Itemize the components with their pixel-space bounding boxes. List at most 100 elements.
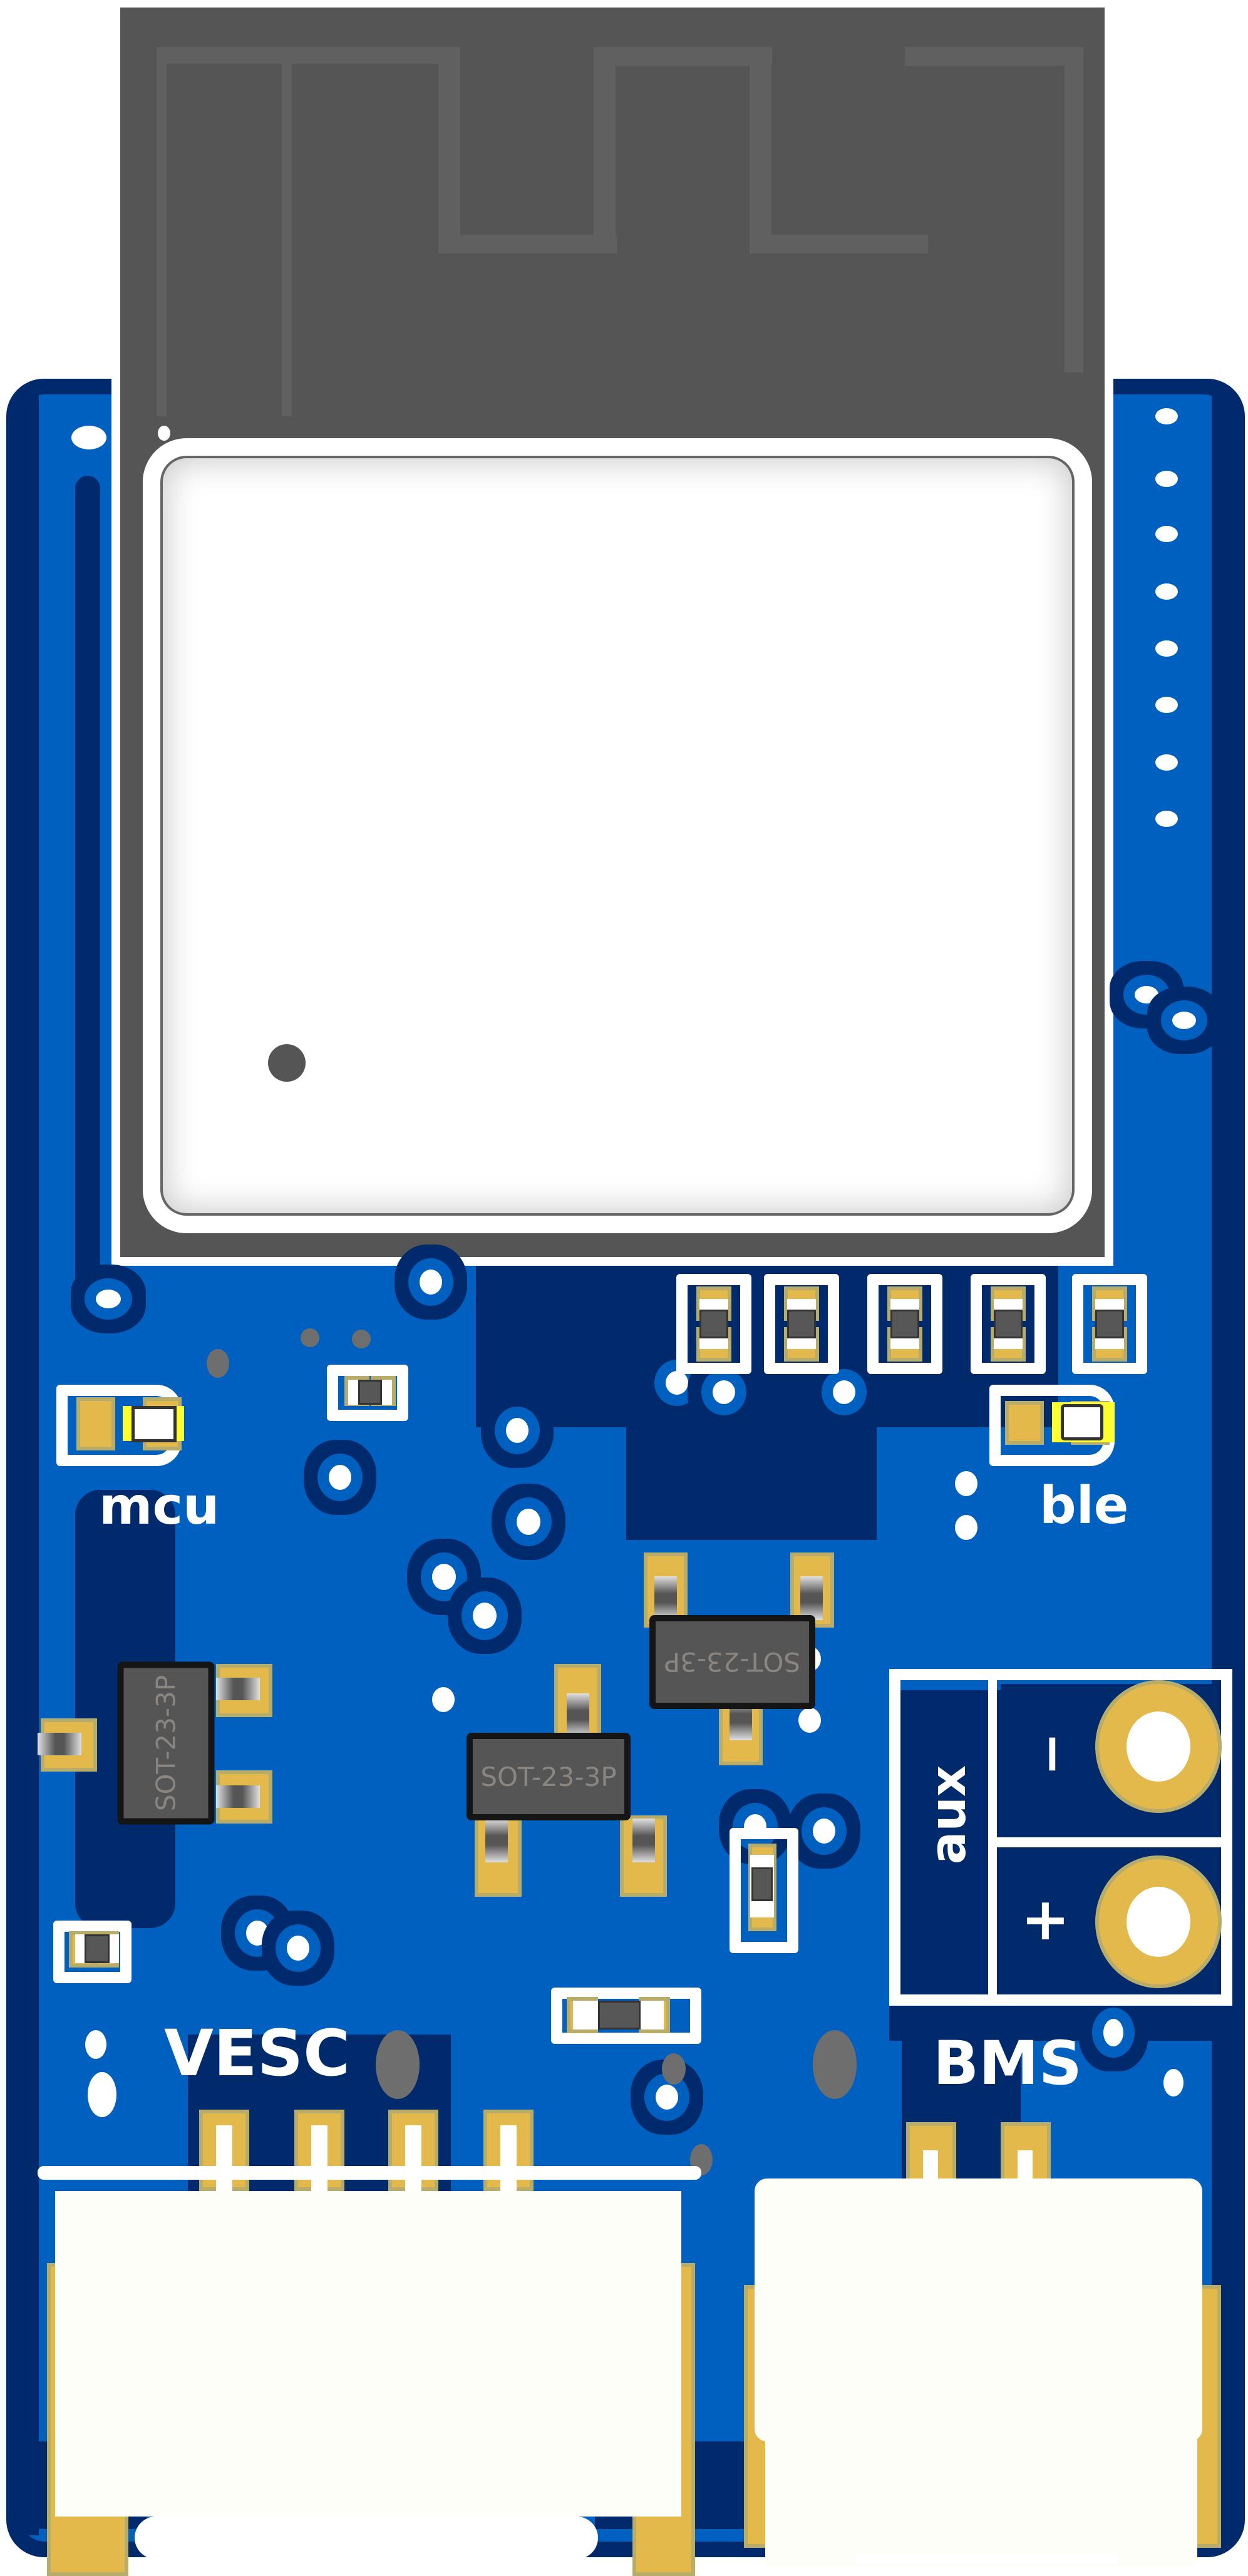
- cap-mid-body: [598, 2001, 641, 2029]
- resistor-silk-outline: [1072, 1274, 1147, 1374]
- via: [1155, 697, 1178, 713]
- via: [1163, 2069, 1184, 2096]
- via: [71, 426, 106, 449]
- via: [813, 1819, 835, 1844]
- module-pin1-marker: [158, 426, 170, 441]
- shield-pin1-dot: [268, 1044, 306, 1082]
- via: [1155, 811, 1178, 827]
- led-mcu-icon: [132, 1406, 177, 1442]
- sot-right-ic: SOT-23-3P: [649, 1615, 815, 1709]
- aux-divider-horizontal: [989, 1837, 1221, 1847]
- led-ble-icon: [1061, 1404, 1103, 1440]
- cap-vertical-silk: [730, 1828, 798, 1953]
- sot-left-lead: [216, 1785, 260, 1808]
- sot-left-lead: [38, 1733, 81, 1755]
- sot-middle-lead: [632, 1819, 655, 1862]
- mounting-via: [88, 2072, 116, 2117]
- antenna-trace: [905, 47, 1083, 66]
- resistor-body: [890, 1310, 919, 1338]
- label-bms: BMS: [933, 2028, 1082, 2098]
- via: [955, 1515, 977, 1540]
- led-mcu-pad: [76, 1397, 115, 1450]
- aux-plus-hole: [1099, 1859, 1218, 1984]
- antenna-trace: [594, 47, 772, 66]
- via-tented: [352, 1330, 371, 1348]
- label-aux-minus: −: [1023, 1732, 1085, 1777]
- via-tented: [301, 1328, 319, 1347]
- via: [1155, 640, 1178, 657]
- via: [96, 1290, 121, 1308]
- via: [85, 2030, 106, 2059]
- bms-connector-latch: [855, 2554, 1118, 2564]
- pour-mid: [626, 1427, 877, 1540]
- via: [329, 1465, 351, 1490]
- cap-mid-silk: [551, 1988, 701, 2044]
- cap-body: [358, 1380, 382, 1405]
- aux-minus-hole: [1099, 1684, 1218, 1809]
- resistor-silk-outline: [867, 1274, 942, 1374]
- via: [420, 1270, 442, 1295]
- via: [517, 1509, 540, 1535]
- edge-pour-right: [1212, 394, 1230, 2535]
- label-vesc: VESC: [164, 2016, 350, 2091]
- bms-connector-body-lower: [765, 2391, 1197, 2567]
- sot-middle-ic: SOT-23-3P: [467, 1733, 631, 1820]
- edge-pour-left: [20, 394, 39, 2535]
- via: [833, 1380, 855, 1404]
- sot-left-ic-wrap: SOT-23-3P: [117, 1661, 215, 1825]
- via: [1155, 754, 1178, 771]
- cap-bl-body: [85, 1934, 110, 1963]
- vesc-connector-body: [55, 2191, 681, 2517]
- antenna-trace: [1065, 47, 1083, 372]
- fiducial-right: [813, 2030, 857, 2099]
- via: [1155, 471, 1178, 487]
- aux-connector-silk: [889, 1669, 1232, 2006]
- via: [666, 1371, 688, 1395]
- sot-left-ic: SOT-23-3P: [117, 1661, 215, 1825]
- via: [246, 1921, 269, 1946]
- via: [713, 1380, 735, 1404]
- resistor-body: [787, 1310, 816, 1338]
- via-tented: [207, 1349, 229, 1378]
- vesc-silk-top: [38, 2166, 701, 2180]
- antenna-trace: [157, 47, 167, 416]
- antenna-trace: [438, 235, 617, 254]
- via: [1155, 526, 1178, 542]
- vesc-pin: [216, 2125, 232, 2194]
- label-ble: ble: [1039, 1476, 1129, 1536]
- vesc-pin: [311, 2125, 327, 2194]
- via: [955, 1471, 977, 1496]
- led-ble-silk: [989, 1385, 1115, 1466]
- antenna-trace: [750, 235, 928, 254]
- vesc-connector-latch: [135, 2517, 598, 2559]
- antenna-trace: [157, 47, 460, 64]
- sot-right-lead: [654, 1576, 677, 1620]
- via: [287, 1936, 309, 1961]
- via: [1135, 986, 1158, 1003]
- resistor-body: [1095, 1310, 1124, 1338]
- antenna-trace: [282, 63, 292, 416]
- label-aux: aux: [921, 1765, 977, 1865]
- resistor-silk-outline: [676, 1274, 751, 1374]
- module-shield-can: [143, 438, 1092, 1233]
- vesc-pin: [405, 2125, 421, 2194]
- resistor-silk-outline: [971, 1274, 1046, 1374]
- sot-right-lead: [800, 1576, 823, 1620]
- cap-silk: [327, 1365, 408, 1421]
- resistor-body: [994, 1310, 1023, 1338]
- led-ble-pad: [1005, 1401, 1044, 1445]
- sot-middle-lead: [485, 1819, 508, 1862]
- via: [432, 1687, 455, 1712]
- resistor-array: [676, 1274, 1147, 1374]
- vesc-pin: [500, 2125, 517, 2194]
- via: [1103, 2019, 1123, 2046]
- via: [1155, 583, 1178, 600]
- label-mcu: mcu: [99, 1477, 220, 1536]
- antenna-trace: [750, 47, 771, 254]
- via: [1172, 1012, 1196, 1029]
- via: [432, 1564, 456, 1590]
- via: [798, 1708, 821, 1733]
- antenna-trace: [594, 47, 616, 254]
- trace-left: [75, 476, 100, 1290]
- via-tented: [662, 2053, 686, 2085]
